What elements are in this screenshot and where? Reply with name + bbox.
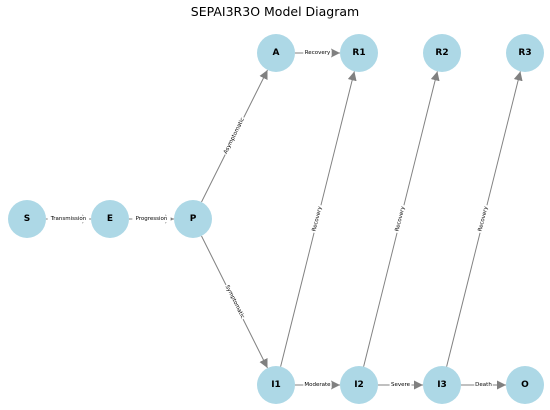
node-circle — [257, 34, 295, 72]
edge-label-background — [303, 49, 332, 57]
node-label: R2 — [435, 48, 448, 58]
node-circle — [423, 366, 461, 404]
node-s: S — [8, 200, 46, 238]
node-i1: I1 — [257, 366, 295, 404]
node-label: I2 — [354, 380, 364, 390]
edge-label: Death — [475, 382, 492, 388]
node-circle — [8, 200, 46, 238]
node-label: P — [190, 214, 197, 224]
node-label: O — [521, 380, 529, 390]
node-circle — [506, 366, 544, 404]
node-label: E — [107, 214, 113, 224]
node-label: S — [24, 214, 30, 224]
edge-label: Recovery — [394, 205, 406, 232]
node-label: R3 — [518, 48, 531, 58]
edge-label-background — [222, 283, 247, 321]
node-label: R1 — [352, 48, 365, 58]
edge-a-r1: Recovery — [295, 48, 340, 58]
edge-i2-r2: Recovery — [363, 71, 440, 367]
edge-i2-i3: Severe — [378, 380, 423, 390]
edge-label: Progression — [136, 216, 168, 222]
edge-label-background — [303, 381, 332, 389]
edge-label: Recovery — [311, 205, 323, 232]
edge-label-background — [47, 215, 90, 223]
node-r3: R3 — [506, 34, 544, 72]
edge-label-background — [310, 204, 325, 234]
node-r2: R2 — [423, 34, 461, 72]
edge-label-background — [474, 381, 493, 389]
node-o: O — [506, 366, 544, 404]
node-label: I1 — [271, 380, 281, 390]
node-p: P — [174, 200, 212, 238]
node-circle — [340, 366, 378, 404]
node-i2: I2 — [340, 366, 378, 404]
node-a: A — [257, 34, 295, 72]
edge-label: Asymptomatic — [223, 117, 246, 155]
edge-label-background — [132, 215, 171, 223]
node-i3: I3 — [423, 366, 461, 404]
edge-label: Severe — [391, 382, 411, 388]
edge-label-background — [476, 204, 491, 234]
node-circle — [91, 200, 129, 238]
edge-label-background — [393, 204, 408, 234]
edge-label-background — [389, 381, 412, 389]
edge-p-i1: Symptomatic — [201, 235, 268, 369]
edge-i3-o: Death — [461, 380, 506, 390]
node-circle — [340, 34, 378, 72]
node-label: I3 — [437, 380, 447, 390]
edge-i1-r1: Recovery — [280, 71, 357, 367]
node-circle — [423, 34, 461, 72]
node-circle — [257, 366, 295, 404]
node-e: E — [91, 200, 129, 238]
edge-label: Transmission — [50, 216, 87, 222]
node-label: A — [273, 48, 280, 58]
edge-label: Moderate — [304, 382, 331, 388]
edge-p-a: Asymptomatic — [201, 69, 268, 203]
node-circle — [174, 200, 212, 238]
edge-i3-r3: Recovery — [446, 71, 523, 367]
node-r1: R1 — [340, 34, 378, 72]
edge-label-background — [222, 115, 247, 157]
diagram-title: SEPAI3R3O Model Diagram — [191, 4, 359, 19]
edge-label: Symptomatic — [224, 284, 246, 319]
node-circle — [506, 34, 544, 72]
edge-e-p: Progression — [129, 214, 174, 224]
edge-label: Recovery — [305, 50, 331, 56]
edge-label: Recovery — [477, 205, 489, 232]
edge-i1-i2: Moderate — [295, 380, 340, 390]
edge-s-e: Transmission — [46, 214, 91, 224]
